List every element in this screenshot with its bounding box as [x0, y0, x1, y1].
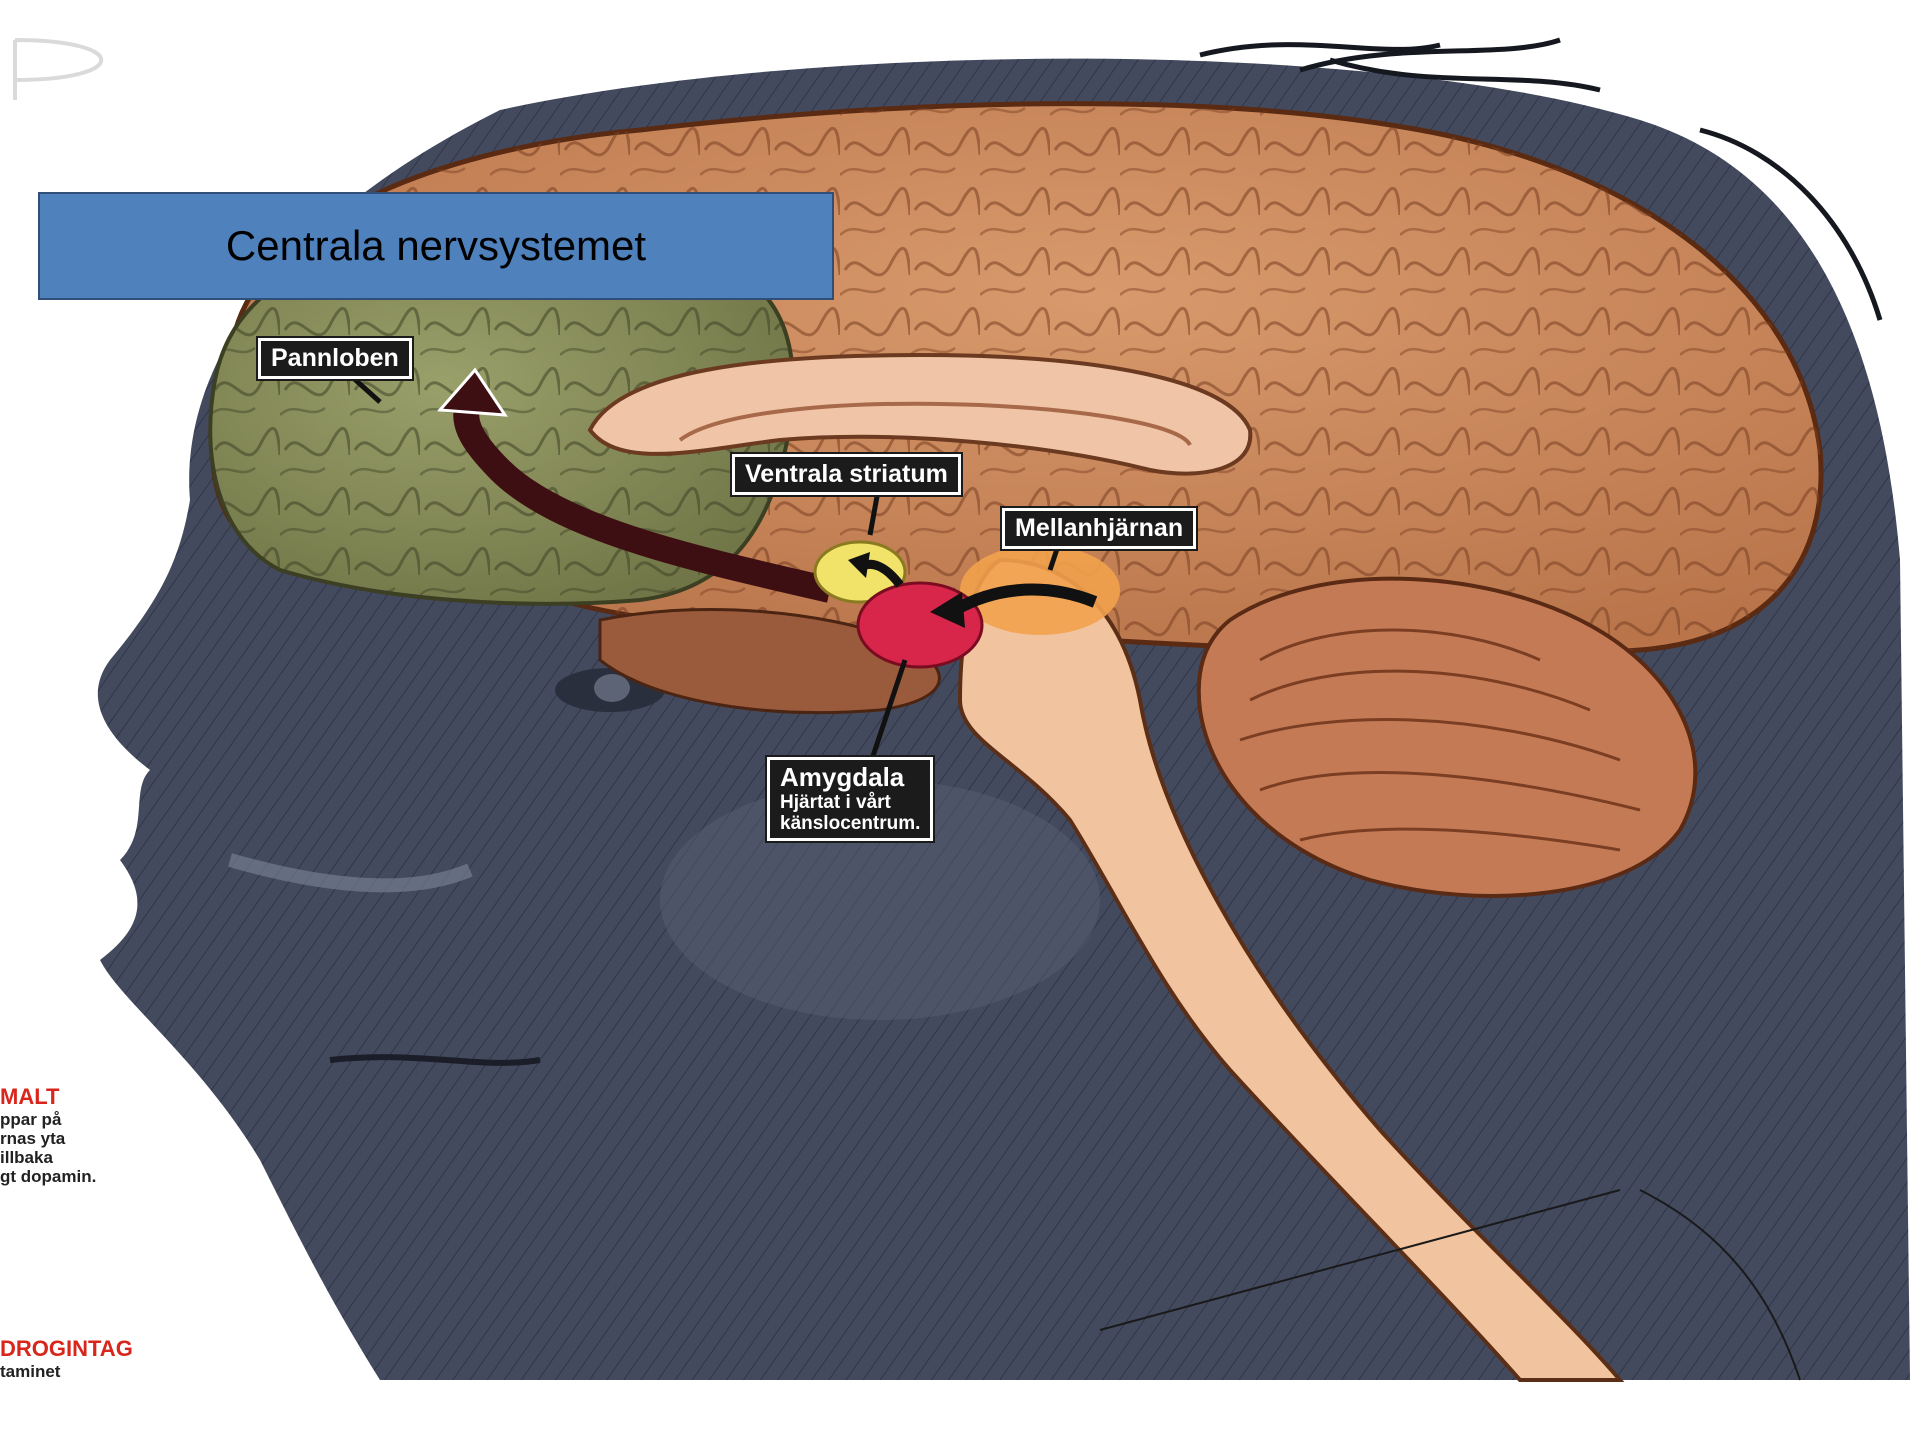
slide-title: Centrala nervsystemet: [226, 222, 646, 270]
side-line-3: illbaka: [0, 1148, 96, 1167]
label-ventrala-striatum: Ventrala striatum: [732, 454, 961, 495]
label-amygdala-title: Amygdala: [780, 763, 920, 793]
side-text-top: MALT ppar på rnas yta illbaka gt dopamin…: [0, 1084, 96, 1186]
side-heading-drogintag: DROGINTAG: [0, 1336, 133, 1362]
side-line-2: rnas yta: [0, 1129, 96, 1148]
label-amygdala-desc-1: Hjärtat i vårt: [780, 793, 920, 814]
side-text-bottom: DROGINTAG taminet: [0, 1336, 133, 1381]
label-pannloben: Pannloben: [258, 338, 412, 379]
label-ventrala-striatum-text: Ventrala striatum: [745, 460, 948, 488]
label-mellanhjarnan: Mellanhjärnan: [1002, 508, 1196, 549]
slide-title-box: Centrala nervsystemet: [38, 192, 834, 300]
side-line-5: taminet: [0, 1362, 133, 1381]
label-mellanhjarnan-text: Mellanhjärnan: [1015, 514, 1183, 542]
background-letters: [15, 40, 101, 100]
label-amygdala: Amygdala Hjärtat i vårt känslocentrum.: [767, 757, 933, 841]
label-pannloben-text: Pannloben: [271, 344, 399, 372]
side-line-4: gt dopamin.: [0, 1167, 96, 1186]
side-line-1: ppar på: [0, 1110, 96, 1129]
label-amygdala-desc-2: känslocentrum.: [780, 814, 920, 835]
side-heading-malt: MALT: [0, 1084, 96, 1110]
